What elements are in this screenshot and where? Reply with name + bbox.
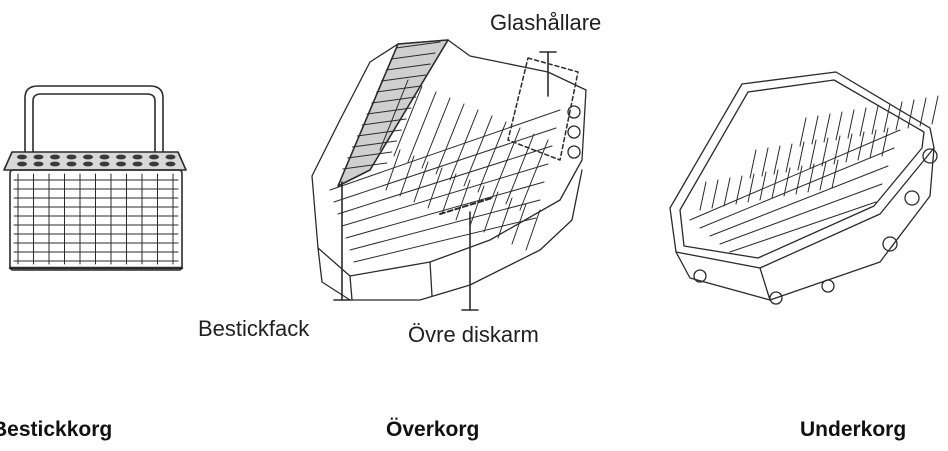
lower-basket-tines [689, 95, 939, 253]
basket-grid [13, 173, 179, 265]
lower-basket-caption: Underkorg [800, 418, 907, 441]
cutlery-basket-drawing [3, 85, 187, 271]
upper-basket-tines [329, 79, 561, 263]
cutlery-tray-label: Bestickfack [198, 316, 310, 341]
cutlery-tray-slots [342, 41, 441, 170]
cutlery-basket-caption: Bestickkorg [0, 418, 113, 441]
upper-basket-caption: Överkorg [386, 418, 480, 441]
upper-basket-drawing [311, 39, 587, 311]
upper-spray-arm-label: Övre diskarm [408, 322, 539, 347]
glass-holder-label: Glashållare [490, 10, 602, 35]
lower-basket-drawing [669, 71, 939, 305]
lid-slots [17, 154, 176, 167]
